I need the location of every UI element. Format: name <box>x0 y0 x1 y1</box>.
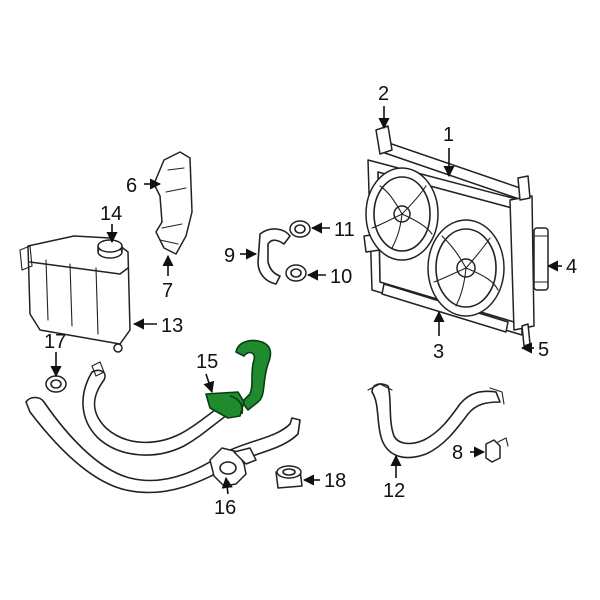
label-5: 5 <box>538 339 549 361</box>
coolant-reservoir <box>19 235 131 353</box>
label-13: 13 <box>161 315 183 337</box>
label-2: 2 <box>378 83 389 105</box>
clamp-item-10 <box>285 264 307 282</box>
label-8: 8 <box>452 442 463 464</box>
label-18: 18 <box>324 470 346 492</box>
clamp-item-17 <box>45 375 67 393</box>
hose-item-12 <box>367 383 505 459</box>
receiver-drier <box>533 227 549 291</box>
hose-item-9 <box>257 228 291 285</box>
fan-left <box>365 167 439 261</box>
label-1: 1 <box>443 124 454 146</box>
air-deflector-bracket <box>153 151 193 255</box>
label-12: 12 <box>383 480 405 502</box>
label-15: 15 <box>196 351 218 373</box>
clamp-item-11 <box>289 220 311 238</box>
label-4: 4 <box>566 256 577 278</box>
thermostat-housing-item-16 <box>209 447 257 487</box>
label-14: 14 <box>100 203 122 225</box>
highlighted-hose-item-15 <box>205 339 272 419</box>
label-10: 10 <box>330 266 352 288</box>
reservoir-cap <box>97 239 123 259</box>
clamp-item-18 <box>275 465 303 489</box>
leader-lines <box>50 106 562 495</box>
callout-labels: 1 2 3 4 5 6 7 8 9 10 11 12 13 14 15 16 1… <box>44 83 577 519</box>
label-11: 11 <box>334 219 355 241</box>
label-3: 3 <box>433 341 444 363</box>
label-16: 16 <box>214 497 236 519</box>
label-6: 6 <box>126 175 137 197</box>
bolt-item-8 <box>485 437 509 463</box>
lower-hose-upper-branch <box>82 361 235 456</box>
label-9: 9 <box>224 245 235 267</box>
label-17: 17 <box>44 331 66 353</box>
fan-right <box>427 219 505 317</box>
lower-hose-long <box>25 396 301 494</box>
label-7: 7 <box>162 280 173 302</box>
